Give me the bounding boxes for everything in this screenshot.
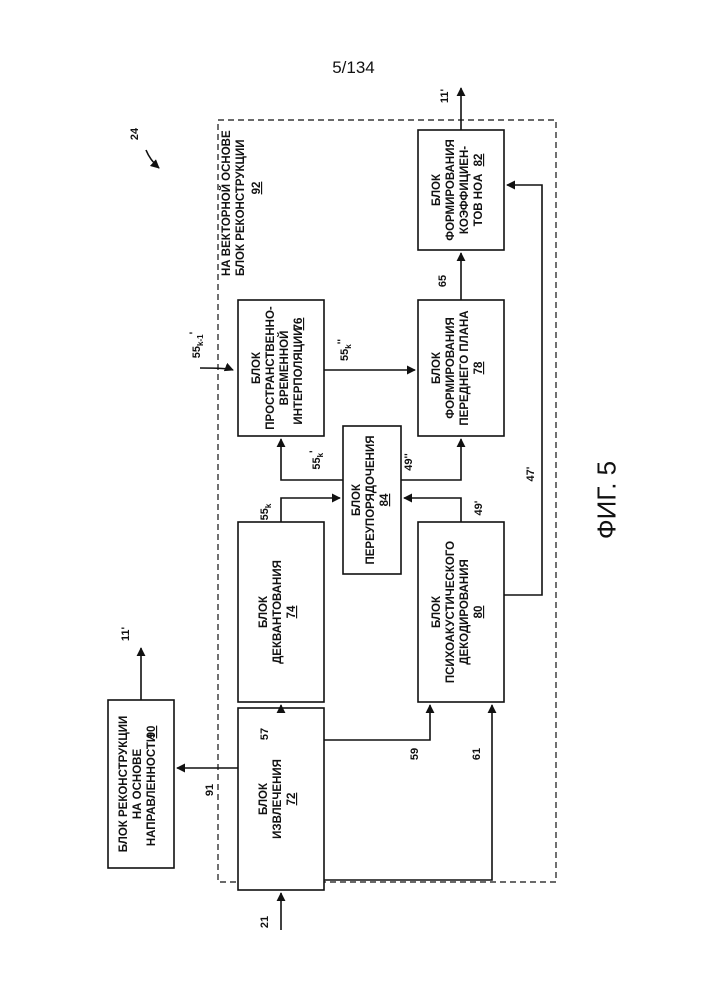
svg-text:84: 84: [379, 493, 391, 506]
arrow-49-prime-to-reorder: [404, 498, 461, 522]
svg-text:НАПРАВЛЕННОСТИ: НАПРАВЛЕННОСТИ: [146, 734, 158, 846]
svg-text:82: 82: [473, 154, 485, 167]
svg-text:90: 90: [146, 726, 158, 739]
svg-text:ФОРМИРОВАНИЯ: ФОРМИРОВАНИЯ: [445, 139, 457, 240]
svg-text:ПЕРЕДНЕГО ПЛАНА: ПЕРЕДНЕГО ПЛАНА: [459, 310, 471, 425]
svg-text:НА ВЕКТОРНОЙ ОСНОВЕ: НА ВЕКТОРНОЙ ОСНОВЕ: [220, 130, 233, 276]
svg-text:80: 80: [473, 606, 485, 619]
svg-text:ПЕРЕУПОРЯДОЧЕНИЯ: ПЕРЕУПОРЯДОЧЕНИЯ: [365, 435, 377, 564]
arrow-61-to-psycho: [324, 705, 492, 880]
svg-text:НА ОСНОВЕ: НА ОСНОВЕ: [132, 749, 144, 820]
svg-text:БЛОК: БЛОК: [431, 173, 443, 206]
svg-text:72: 72: [286, 793, 298, 806]
svg-text:ПСИХОАКУСТИЧЕСКОГО: ПСИХОАКУСТИЧЕСКОГО: [445, 541, 457, 683]
svg-text:ПРОСТРАНСТВЕННО-: ПРОСТРАНСТВЕННО-: [265, 306, 277, 430]
svg-text:БЛОК: БЛОК: [431, 595, 443, 628]
svg-text:78: 78: [473, 361, 485, 374]
svg-text:БЛОК: БЛОК: [251, 351, 263, 384]
signal-57-label: 57: [259, 728, 271, 740]
signal-65-label: 65: [437, 275, 449, 287]
svg-text:92: 92: [251, 182, 263, 195]
signal-55k-double-prime-label: 55k'': [336, 339, 353, 361]
signal-47-prime-label: 47': [525, 466, 537, 481]
signal-55k-minus-1-label: 55k-1': [188, 331, 205, 358]
svg-text:БЛОК: БЛОК: [351, 483, 363, 516]
svg-text:БЛОК РЕКОНСТРУКЦИИ: БЛОК РЕКОНСТРУКЦИИ: [235, 140, 247, 276]
arrow-55km1-to-interp: [200, 368, 233, 370]
svg-text:ВРЕМЕННОЙ: ВРЕМЕННОЙ: [278, 331, 291, 406]
svg-text:ФОРМИРОВАНИЯ: ФОРМИРОВАНИЯ: [445, 317, 457, 418]
svg-text:76: 76: [293, 318, 305, 331]
svg-text:БЛОК РЕКОНСТРУКЦИИ: БЛОК РЕКОНСТРУКЦИИ: [118, 716, 130, 852]
svg-text:КОЭФФИЦИЕН-: КОЭФФИЦИЕН-: [459, 146, 471, 234]
signal-55k-prime-label: 55k': [308, 450, 325, 470]
svg-text:ДЕКОДИРОВАНИЯ: ДЕКОДИРОВАНИЯ: [459, 559, 471, 664]
svg-text:БЛОК: БЛОК: [258, 782, 270, 815]
signal-59-label: 59: [409, 748, 421, 760]
signal-61-label: 61: [471, 748, 483, 760]
svg-text:74: 74: [286, 605, 298, 618]
svg-text:ТОВ HOA: ТОВ HOA: [473, 174, 485, 227]
svg-text:БЛОК: БЛОК: [258, 595, 270, 628]
arrow-59-to-psycho: [324, 705, 430, 740]
signal-21-label: 21: [259, 916, 271, 928]
figure-ref-hook: [146, 150, 159, 168]
signal-91-label: 91: [204, 784, 216, 796]
svg-text:БЛОК: БЛОК: [431, 351, 443, 384]
signal-11-right-label: 11': [439, 88, 451, 103]
arrow-47-prime-to-hoa: [504, 185, 542, 595]
signal-55k-label: 55k: [259, 503, 273, 520]
signal-11-left-label: 11': [120, 626, 132, 641]
group-92-label: НА ВЕКТОРНОЙ ОСНОВЕ БЛОК РЕКОНСТРУКЦИИ 9…: [220, 130, 263, 276]
signal-49-double-prime-label: 49'': [403, 453, 415, 471]
svg-text:ДЕКВАНТОВАНИЯ: ДЕКВАНТОВАНИЯ: [272, 560, 284, 664]
signal-49-prime-label: 49': [473, 500, 485, 515]
svg-text:ИЗВЛЕЧЕНИЯ: ИЗВЛЕЧЕНИЯ: [272, 759, 284, 839]
arrow-55k-to-reorder: [281, 498, 340, 522]
svg-text:ИНТЕРПОЛЯЦИИ: ИНТЕРПОЛЯЦИИ: [293, 327, 305, 424]
figure-ref-label: 24: [129, 127, 141, 140]
